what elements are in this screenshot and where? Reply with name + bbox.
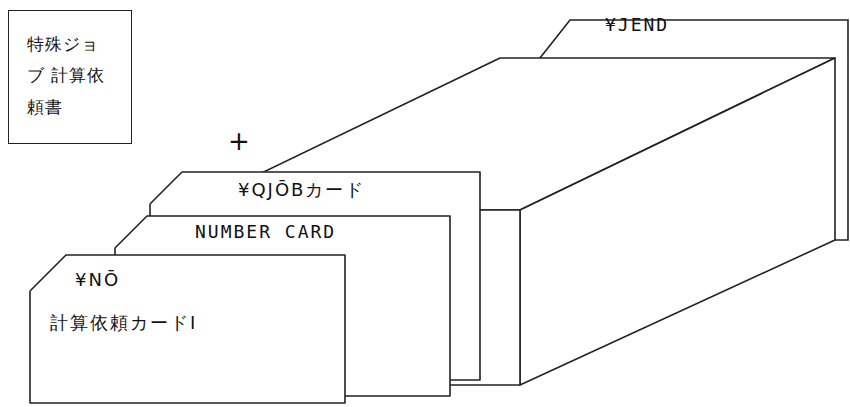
- request-card: ¥NŌ 計算依頼カードI: [30, 255, 345, 403]
- form-title: 特殊ジョブ 計算依頼書: [27, 29, 115, 123]
- card-label: 計算依頼カードI: [50, 311, 197, 335]
- end-card: ¥JEND: [530, 14, 850, 244]
- card-label: NUMBER CARD: [195, 221, 336, 242]
- card-label: ¥NŌ: [75, 269, 120, 290]
- request-form-box: 特殊ジョブ 計算依頼書: [8, 10, 132, 144]
- card-label: ¥JEND: [605, 14, 850, 35]
- card-label: ¥QJŌBカード: [238, 178, 365, 202]
- card-outline: [530, 14, 850, 244]
- plus-sign: +: [228, 126, 250, 156]
- card-edge: [30, 255, 345, 403]
- deck-side: [520, 58, 835, 385]
- card-edge: [540, 20, 848, 240]
